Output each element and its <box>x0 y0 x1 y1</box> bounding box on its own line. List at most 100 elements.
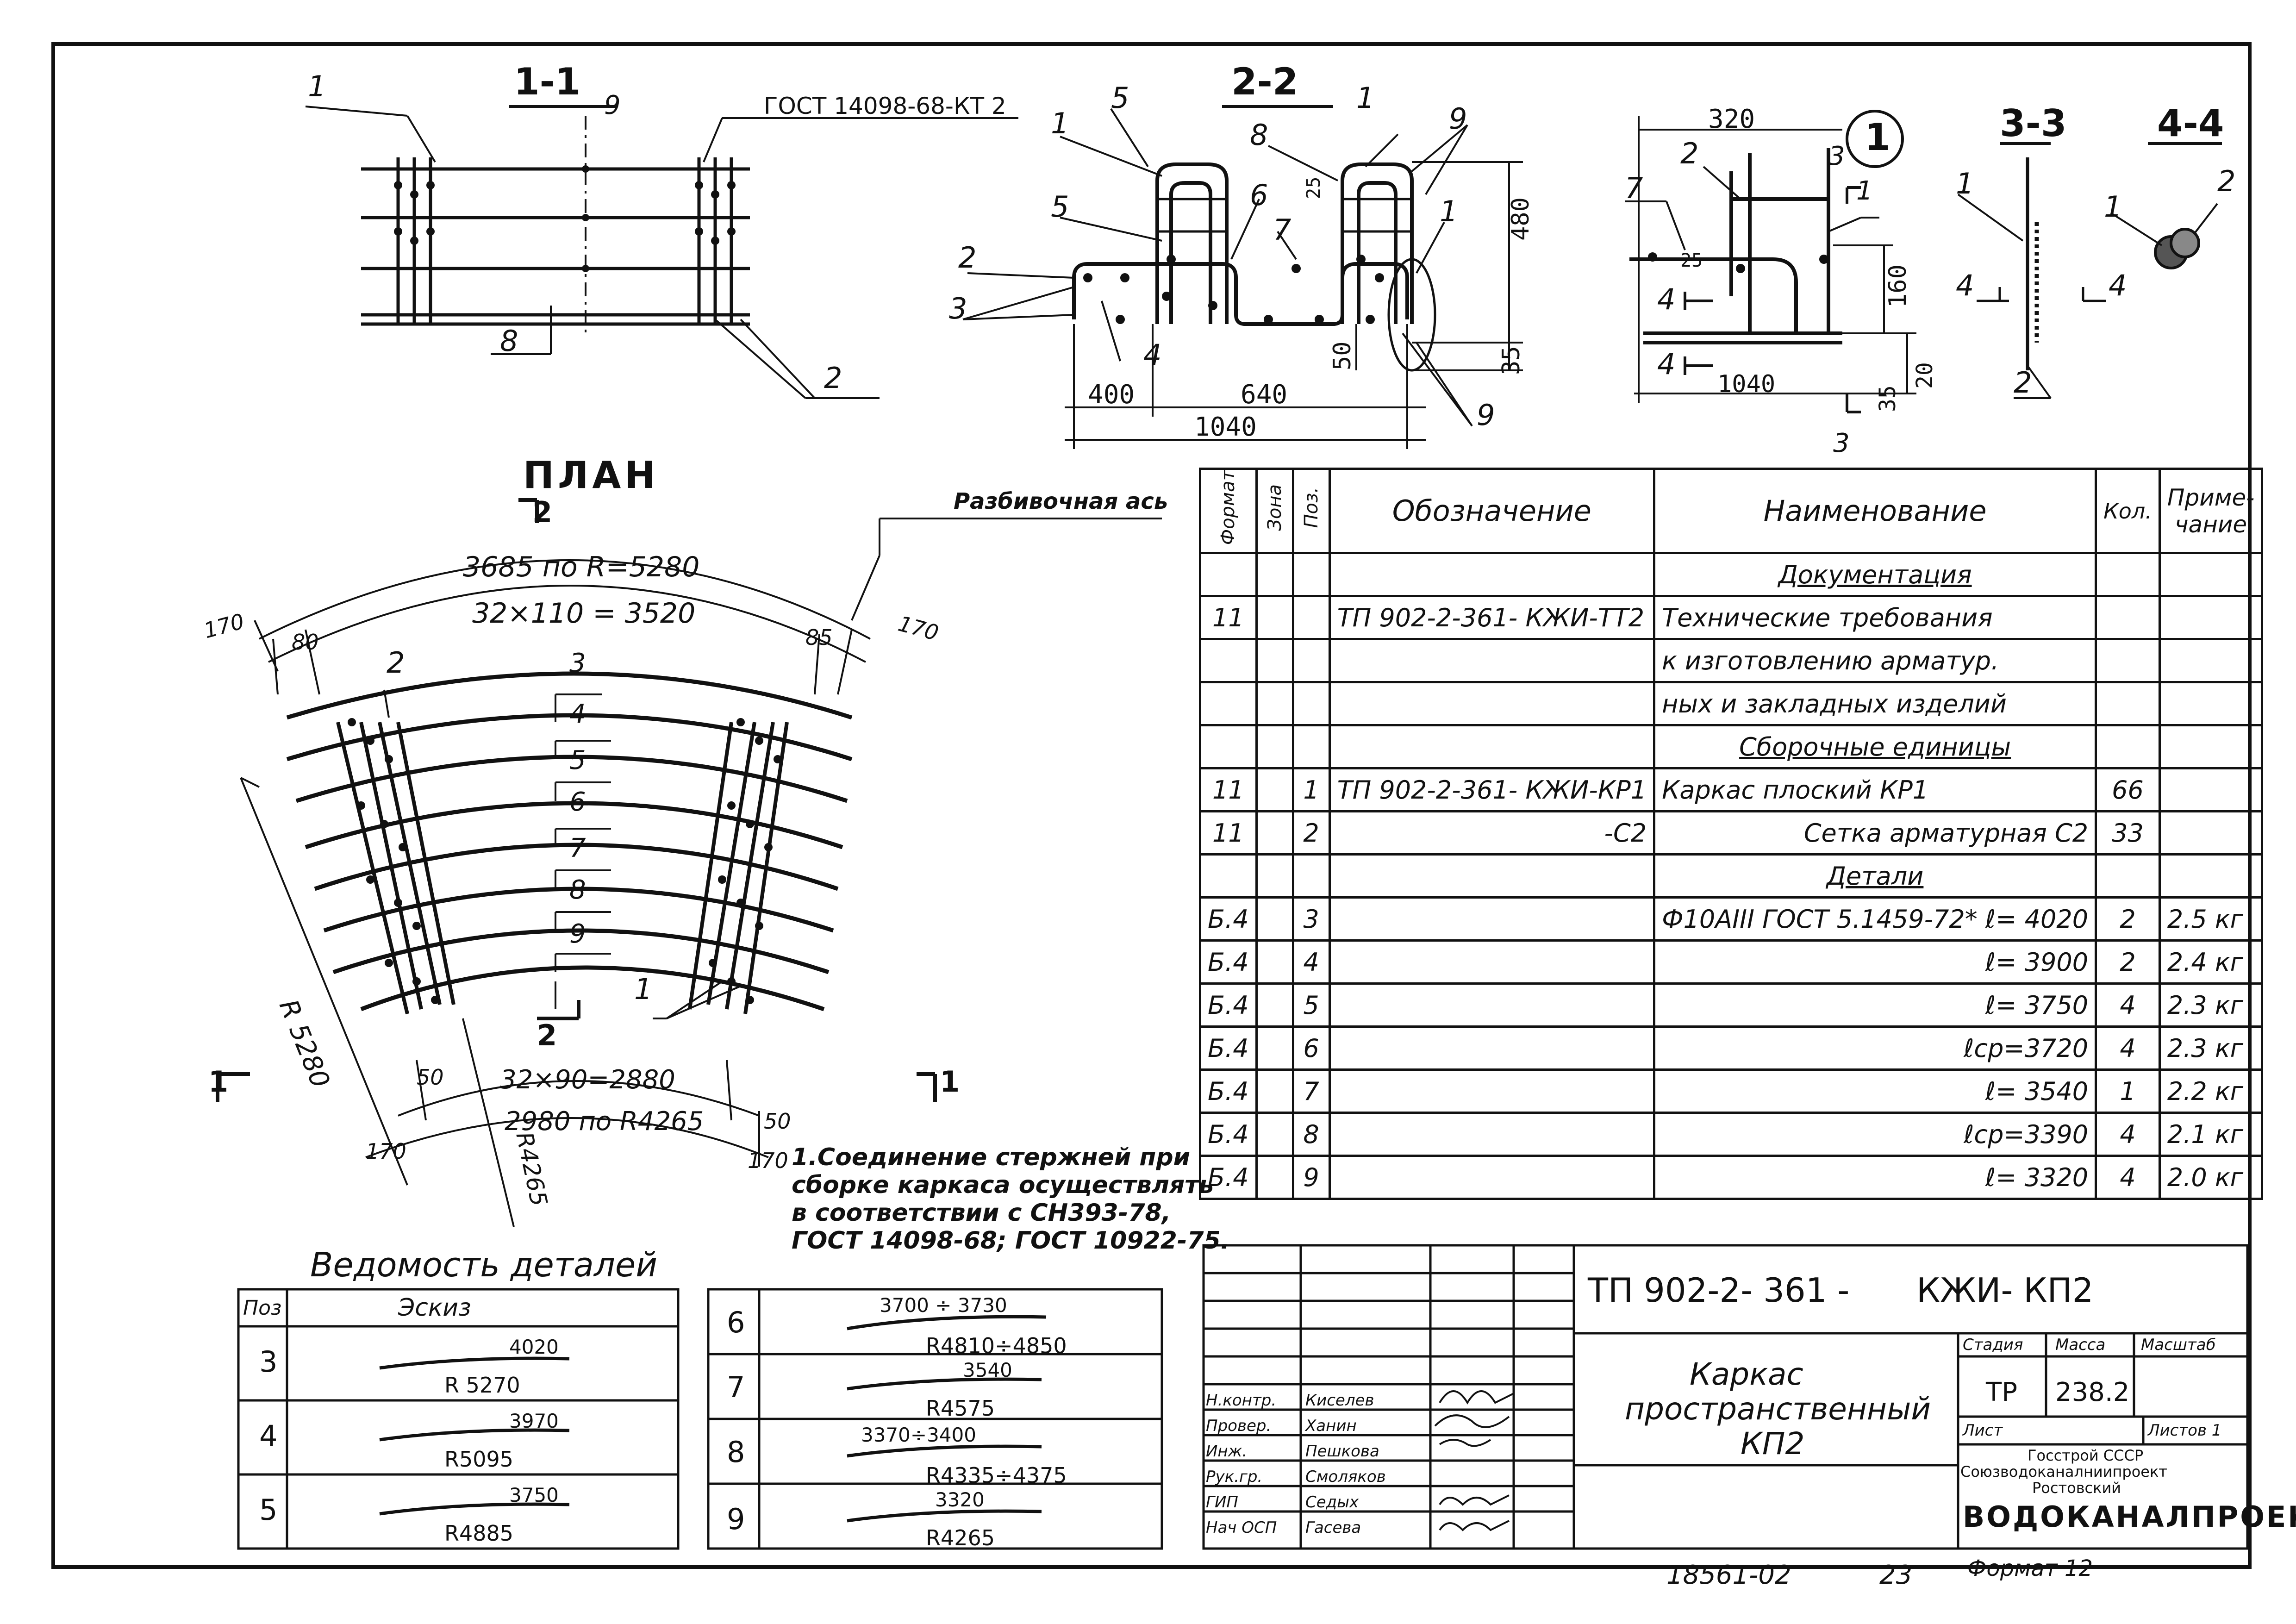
section-4-4-title: 4-4 <box>2157 102 2224 145</box>
tb-sheet: Лист <box>1963 1421 2003 1440</box>
n1-dim-1040: 1040 <box>1717 370 1776 398</box>
detail-radius: R4575 <box>926 1396 995 1421</box>
plan-title: ПЛАН <box>523 454 660 497</box>
s22-label-9b: 9 <box>1477 398 1495 432</box>
details-header-pos: Поз <box>243 1296 282 1320</box>
spec-cell-qty: 4 <box>2095 982 2161 1028</box>
spec-cell-pos <box>1292 552 1331 598</box>
plan-arc-top: 3685 по R=5280 <box>463 551 700 583</box>
spec-h-pos: Поз. <box>1292 467 1331 555</box>
spec-cell-format: 11 <box>1199 810 1258 856</box>
spec-cell-format <box>1199 681 1258 727</box>
plan-cut-1-right: 1 <box>940 1065 960 1099</box>
plan-drawing <box>216 498 1162 1227</box>
spec-cell-format: Б.4 <box>1199 1112 1258 1157</box>
spec-cell-zone <box>1255 810 1294 856</box>
footer-page: 23 <box>1879 1560 1913 1590</box>
detail-length: 3370÷3400 <box>861 1424 976 1446</box>
tb-code: ТП 902-2- 361 - <box>1588 1271 1850 1310</box>
n1-dim-35: 35 <box>1875 385 1901 412</box>
spec-cell-zone <box>1255 896 1294 942</box>
tb-person-name: Седых <box>1305 1493 1359 1512</box>
n1-label-3b: 3 <box>1833 428 1850 458</box>
spec-cell-qty <box>2095 552 2161 598</box>
n1-dim-20: 20 <box>1912 362 1938 389</box>
spec-cell-note <box>2158 810 2264 856</box>
spec-cell-designation: -С2 <box>1328 810 1656 856</box>
plan-arc-bottom-2: 2980 по R4265 <box>505 1106 704 1137</box>
s44-label-2: 2 <box>2217 164 2236 198</box>
section-1-1-title: 1-1 <box>514 60 581 103</box>
s11-gost: ГОСТ 14098-68-КТ 2 <box>764 93 1006 119</box>
spec-cell-name: ℓср=3390 <box>1653 1112 2097 1157</box>
spec-cell-format <box>1199 638 1258 684</box>
spec-cell-format: Б.4 <box>1199 896 1258 942</box>
spec-cell-zone <box>1255 724 1294 770</box>
spec-cell-pos <box>1292 681 1331 727</box>
spec-cell-designation <box>1328 681 1656 727</box>
spec-cell-designation <box>1328 1155 1656 1200</box>
n1-label-1: 1 <box>1856 176 1873 206</box>
plan-bar-3: 3 <box>569 648 586 678</box>
spec-cell-note <box>2158 767 2264 813</box>
spec-cell-note <box>2158 552 2264 598</box>
spec-cell-qty: 2 <box>2095 896 2161 942</box>
spec-cell-note: 2.2 кг <box>2158 1068 2264 1114</box>
tb-org-1: Госстрой СССР <box>2028 1447 2144 1464</box>
plan-weld-dots <box>348 718 782 1004</box>
spec-cell-zone <box>1255 767 1294 813</box>
n1-dim-320: 320 <box>1708 104 1755 134</box>
plan-bar-5: 5 <box>569 745 586 775</box>
spec-cell-name: Ф10АIII ГОСТ 5.1459-72* ℓ= 4020 <box>1653 896 2097 942</box>
spec-cell-designation <box>1328 939 1656 985</box>
spec-cell-designation <box>1328 982 1656 1028</box>
spec-cell-zone <box>1255 595 1294 641</box>
tb-person-name: Ханин <box>1305 1417 1357 1435</box>
tb-stage: ТР <box>1986 1377 2017 1407</box>
section-4-4-drawing <box>2110 142 2222 269</box>
s22-dim-640: 640 <box>1241 380 1288 410</box>
s22-label-8: 8 <box>1250 118 1268 152</box>
spec-cell-format <box>1199 853 1258 899</box>
spec-cell-qty: 33 <box>2095 810 2161 856</box>
s11-label-8: 8 <box>500 324 518 358</box>
spec-cell-qty <box>2095 724 2161 770</box>
spec-cell-pos: 7 <box>1292 1068 1331 1114</box>
spec-cell-zone <box>1255 1155 1294 1200</box>
plan-bar-9: 9 <box>569 919 586 949</box>
spec-cell-zone <box>1255 1068 1294 1114</box>
spec-cell-designation <box>1328 1025 1656 1071</box>
signatures <box>1434 1390 1514 1531</box>
spec-cell-qty: 4 <box>2095 1025 2161 1071</box>
tb-scale-header: Масштаб <box>2141 1336 2216 1354</box>
spec-cell-name: Детали <box>1653 853 2097 899</box>
tb-role: Нач ОСП <box>1206 1518 1277 1537</box>
s11-label-9: 9 <box>604 90 621 120</box>
spec-cell-designation <box>1328 724 1656 770</box>
spec-cell-designation: ТП 902-2-361- КЖИ-ТТ2 <box>1328 595 1656 641</box>
spec-cell-note: 2.0 кг <box>2158 1155 2264 1200</box>
footer-format: Формат 12 <box>1967 1555 2093 1581</box>
spec-cell-note: 2.4 кг <box>2158 939 2264 985</box>
s22-label-3: 3 <box>949 292 967 325</box>
plan-dim-170c: 170 <box>366 1139 406 1164</box>
spec-cell-designation <box>1328 896 1656 942</box>
n1-label-2: 2 <box>1680 137 1699 170</box>
spec-cell-name: Каркас плоский КР1 <box>1653 767 2097 813</box>
spec-cell-pos <box>1292 724 1331 770</box>
tb-name-3: КП2 <box>1741 1426 1805 1462</box>
s11-label-2: 2 <box>824 361 842 395</box>
n1-dim-25: 25 <box>1680 250 1703 271</box>
n1-label-3a: 3 <box>1828 141 1845 171</box>
note-line-4: ГОСТ 14098-68; ГОСТ 10922-75. <box>792 1227 1230 1255</box>
spec-cell-zone <box>1255 681 1294 727</box>
s11-label-1: 1 <box>308 69 326 103</box>
spec-cell-format: Б.4 <box>1199 1155 1258 1200</box>
spec-cell-pos <box>1292 853 1331 899</box>
spec-cell-note <box>2158 638 2264 684</box>
